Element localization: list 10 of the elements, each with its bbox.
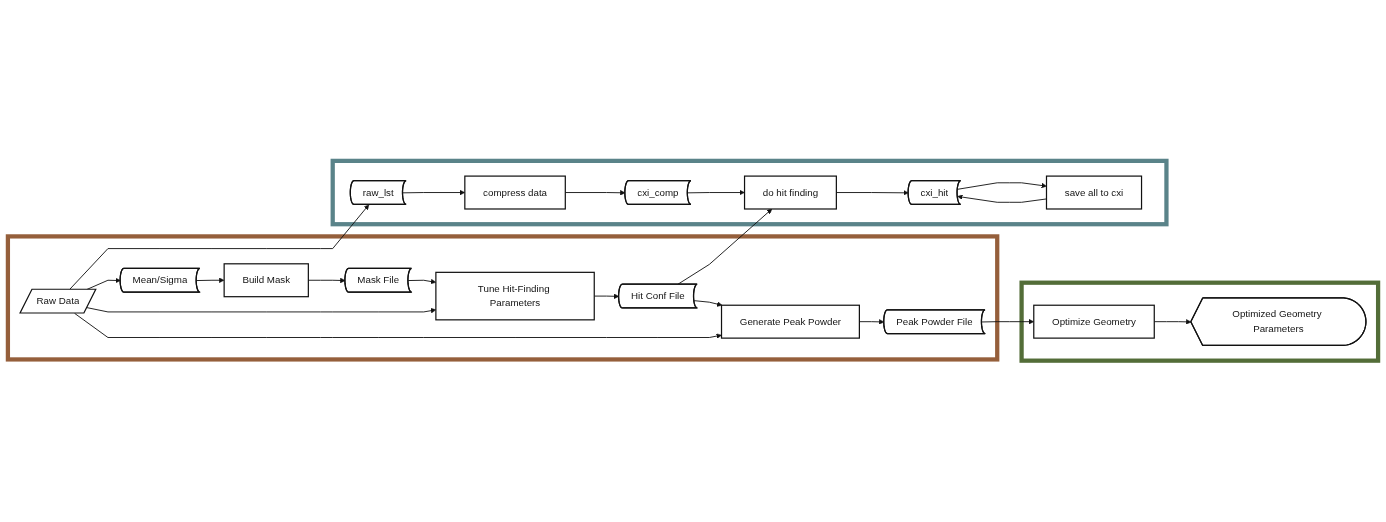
cluster: [5, 234, 1000, 362]
node-box: do hit finding: [743, 175, 837, 210]
node-box: Generate Peak Powder: [720, 304, 860, 339]
node-box: Build Mask: [223, 263, 309, 298]
node-box: compress data: [464, 175, 566, 210]
node-box: Optimize Geometry: [1033, 304, 1155, 339]
cluster: [330, 159, 1169, 227]
cluster: [1019, 280, 1381, 363]
node-box: Tune Hit-Finding Parameters: [435, 271, 595, 321]
node-box: save all to cxi: [1045, 175, 1143, 210]
